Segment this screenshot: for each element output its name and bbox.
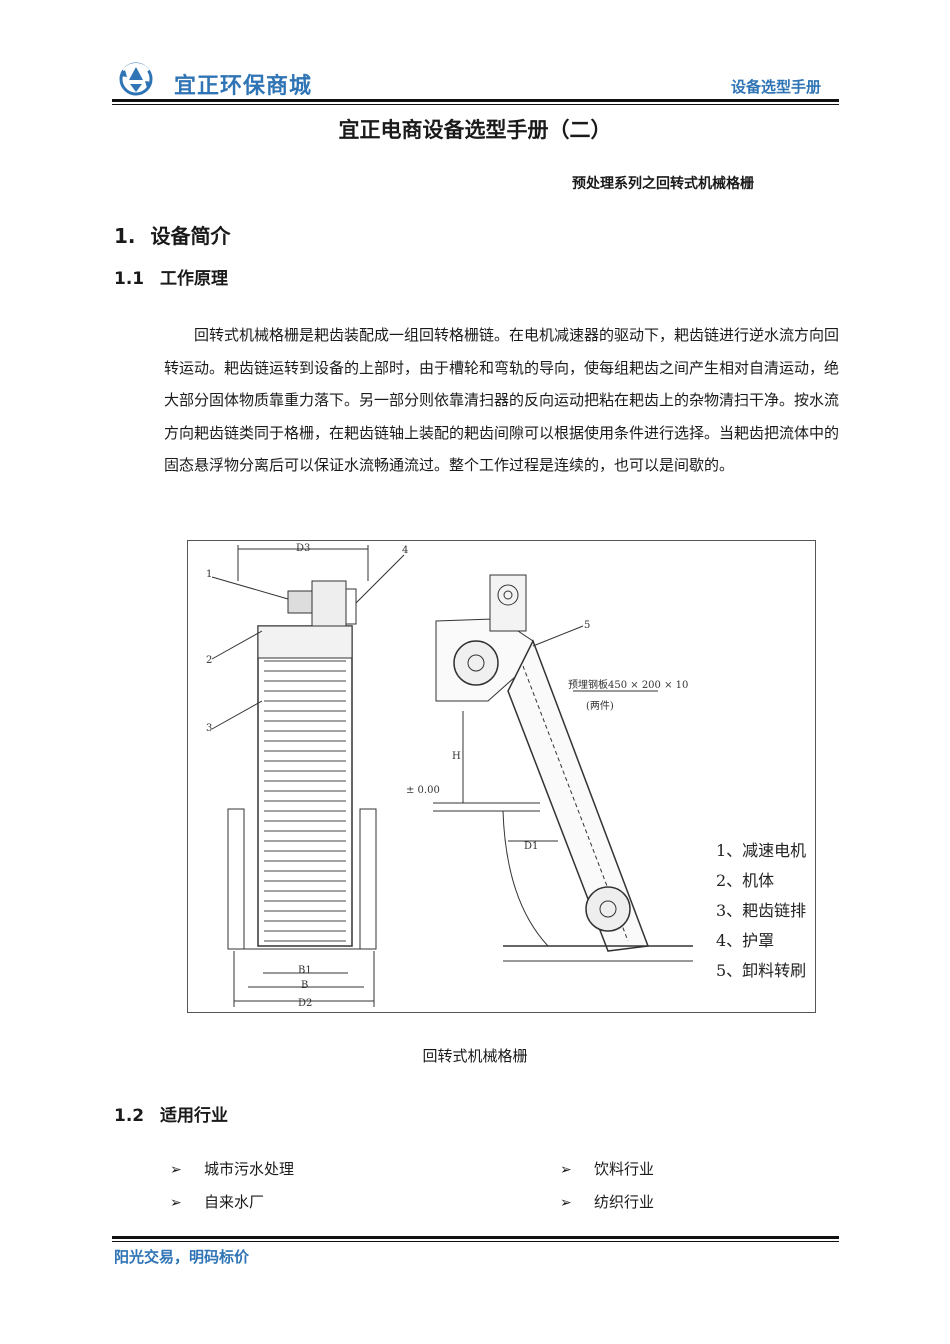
legend-item: 2、机体 — [716, 871, 774, 890]
footer-rule — [112, 1236, 839, 1239]
dim-h: H — [452, 751, 461, 762]
figure-legend: 1、减速电机 2、机体 3、耙齿链排 4、护罩 5、卸料转刷 — [716, 841, 806, 980]
section-title: 设备简介 — [150, 224, 231, 248]
dim-d3: D3 — [296, 543, 310, 554]
section-title: 适用行业 — [160, 1106, 228, 1126]
section-title: 工作原理 — [160, 269, 228, 289]
front-foundation-left — [227, 808, 245, 950]
header-rule-thin — [112, 104, 839, 105]
recycle-globe-icon — [119, 62, 153, 96]
list-item: ➢ 饮料行业 — [560, 1158, 654, 1179]
dim-d2: D2 — [298, 998, 312, 1009]
industry-label: 城市污水处理 — [204, 1160, 295, 1178]
brand-name: 宜正环保商城 — [174, 74, 313, 99]
arrow-bullet-icon: ➢ — [170, 1162, 182, 1178]
side-sprocket — [585, 886, 631, 932]
legend-item: 3、耙齿链排 — [716, 901, 806, 920]
plate-spec: 预埋钢板450 × 200 × 10 — [568, 678, 688, 691]
arrow-bullet-icon: ➢ — [560, 1195, 572, 1211]
legend-item: 4、护罩 — [716, 931, 774, 950]
arrow-bullet-icon: ➢ — [170, 1195, 182, 1211]
dim-b1: B1 — [298, 965, 312, 976]
section-number: 1.2 — [114, 1106, 145, 1126]
industry-label: 饮料行业 — [594, 1160, 655, 1178]
industry-label: 自来水厂 — [204, 1193, 265, 1211]
legend-item: 1、减速电机 — [716, 841, 806, 860]
arrow-bullet-icon: ➢ — [560, 1162, 572, 1178]
callout-5: 5 — [584, 620, 590, 631]
plate-note: (两件) — [586, 700, 614, 712]
dim-d1: D1 — [524, 841, 538, 852]
section-heading-1-1: 1.1 工作原理 — [114, 264, 228, 289]
list-item: ➢ 自来水厂 — [170, 1191, 264, 1212]
industry-label: 纺织行业 — [594, 1193, 655, 1211]
section-heading-1-2: 1.2 适用行业 — [114, 1101, 228, 1126]
callout-2: 2 — [206, 655, 212, 666]
page-header: 宜正环保商城 设备选型手册 — [112, 60, 839, 104]
section-number: 1.1 — [114, 269, 145, 289]
callout-3: 3 — [206, 723, 212, 734]
footer-rule-thin — [112, 1241, 839, 1242]
callout-4: 4 — [402, 545, 408, 556]
side-brush — [453, 640, 499, 686]
document-type: 设备选型手册 — [730, 78, 821, 96]
section-heading-1: 1. 设备简介 — [114, 220, 230, 249]
front-motor — [287, 590, 313, 614]
figure-caption: 回转式机械格栅 — [422, 1047, 528, 1065]
legend-item: 5、卸料转刷 — [716, 961, 806, 980]
dim-b: B — [301, 980, 308, 991]
page-title: 宜正电商设备选型手册（二） — [338, 118, 612, 142]
front-frame — [257, 625, 353, 947]
level-mark: ± 0.00 — [406, 785, 440, 796]
section-number: 1. — [114, 224, 136, 248]
equipment-drawing: D3 4 1 2 3 B1 B D2 5 预埋钢板450 × 200 × 10 … — [187, 540, 816, 1013]
front-foundation-right — [359, 808, 377, 950]
footer-slogan: 阳光交易，明码标价 — [114, 1248, 250, 1266]
technical-drawing-svg: D3 4 1 2 3 B1 B D2 5 预埋钢板450 × 200 × 10 … — [206, 543, 806, 1009]
front-grid-bars — [264, 660, 346, 942]
side-top-box — [489, 574, 527, 632]
header-rule — [112, 99, 839, 102]
list-item: ➢ 纺织行业 — [560, 1191, 654, 1212]
working-principle-paragraph: 回转式机械格栅是耙齿装配成一组回转格栅链。在电机减速器的驱动下，耙齿链进行逆水流… — [164, 326, 840, 475]
page-subtitle: 预处理系列之回转式机械格栅 — [572, 176, 754, 192]
list-item: ➢ 城市污水处理 — [170, 1158, 294, 1179]
callout-1: 1 — [206, 569, 212, 580]
front-top-cover — [257, 625, 353, 659]
